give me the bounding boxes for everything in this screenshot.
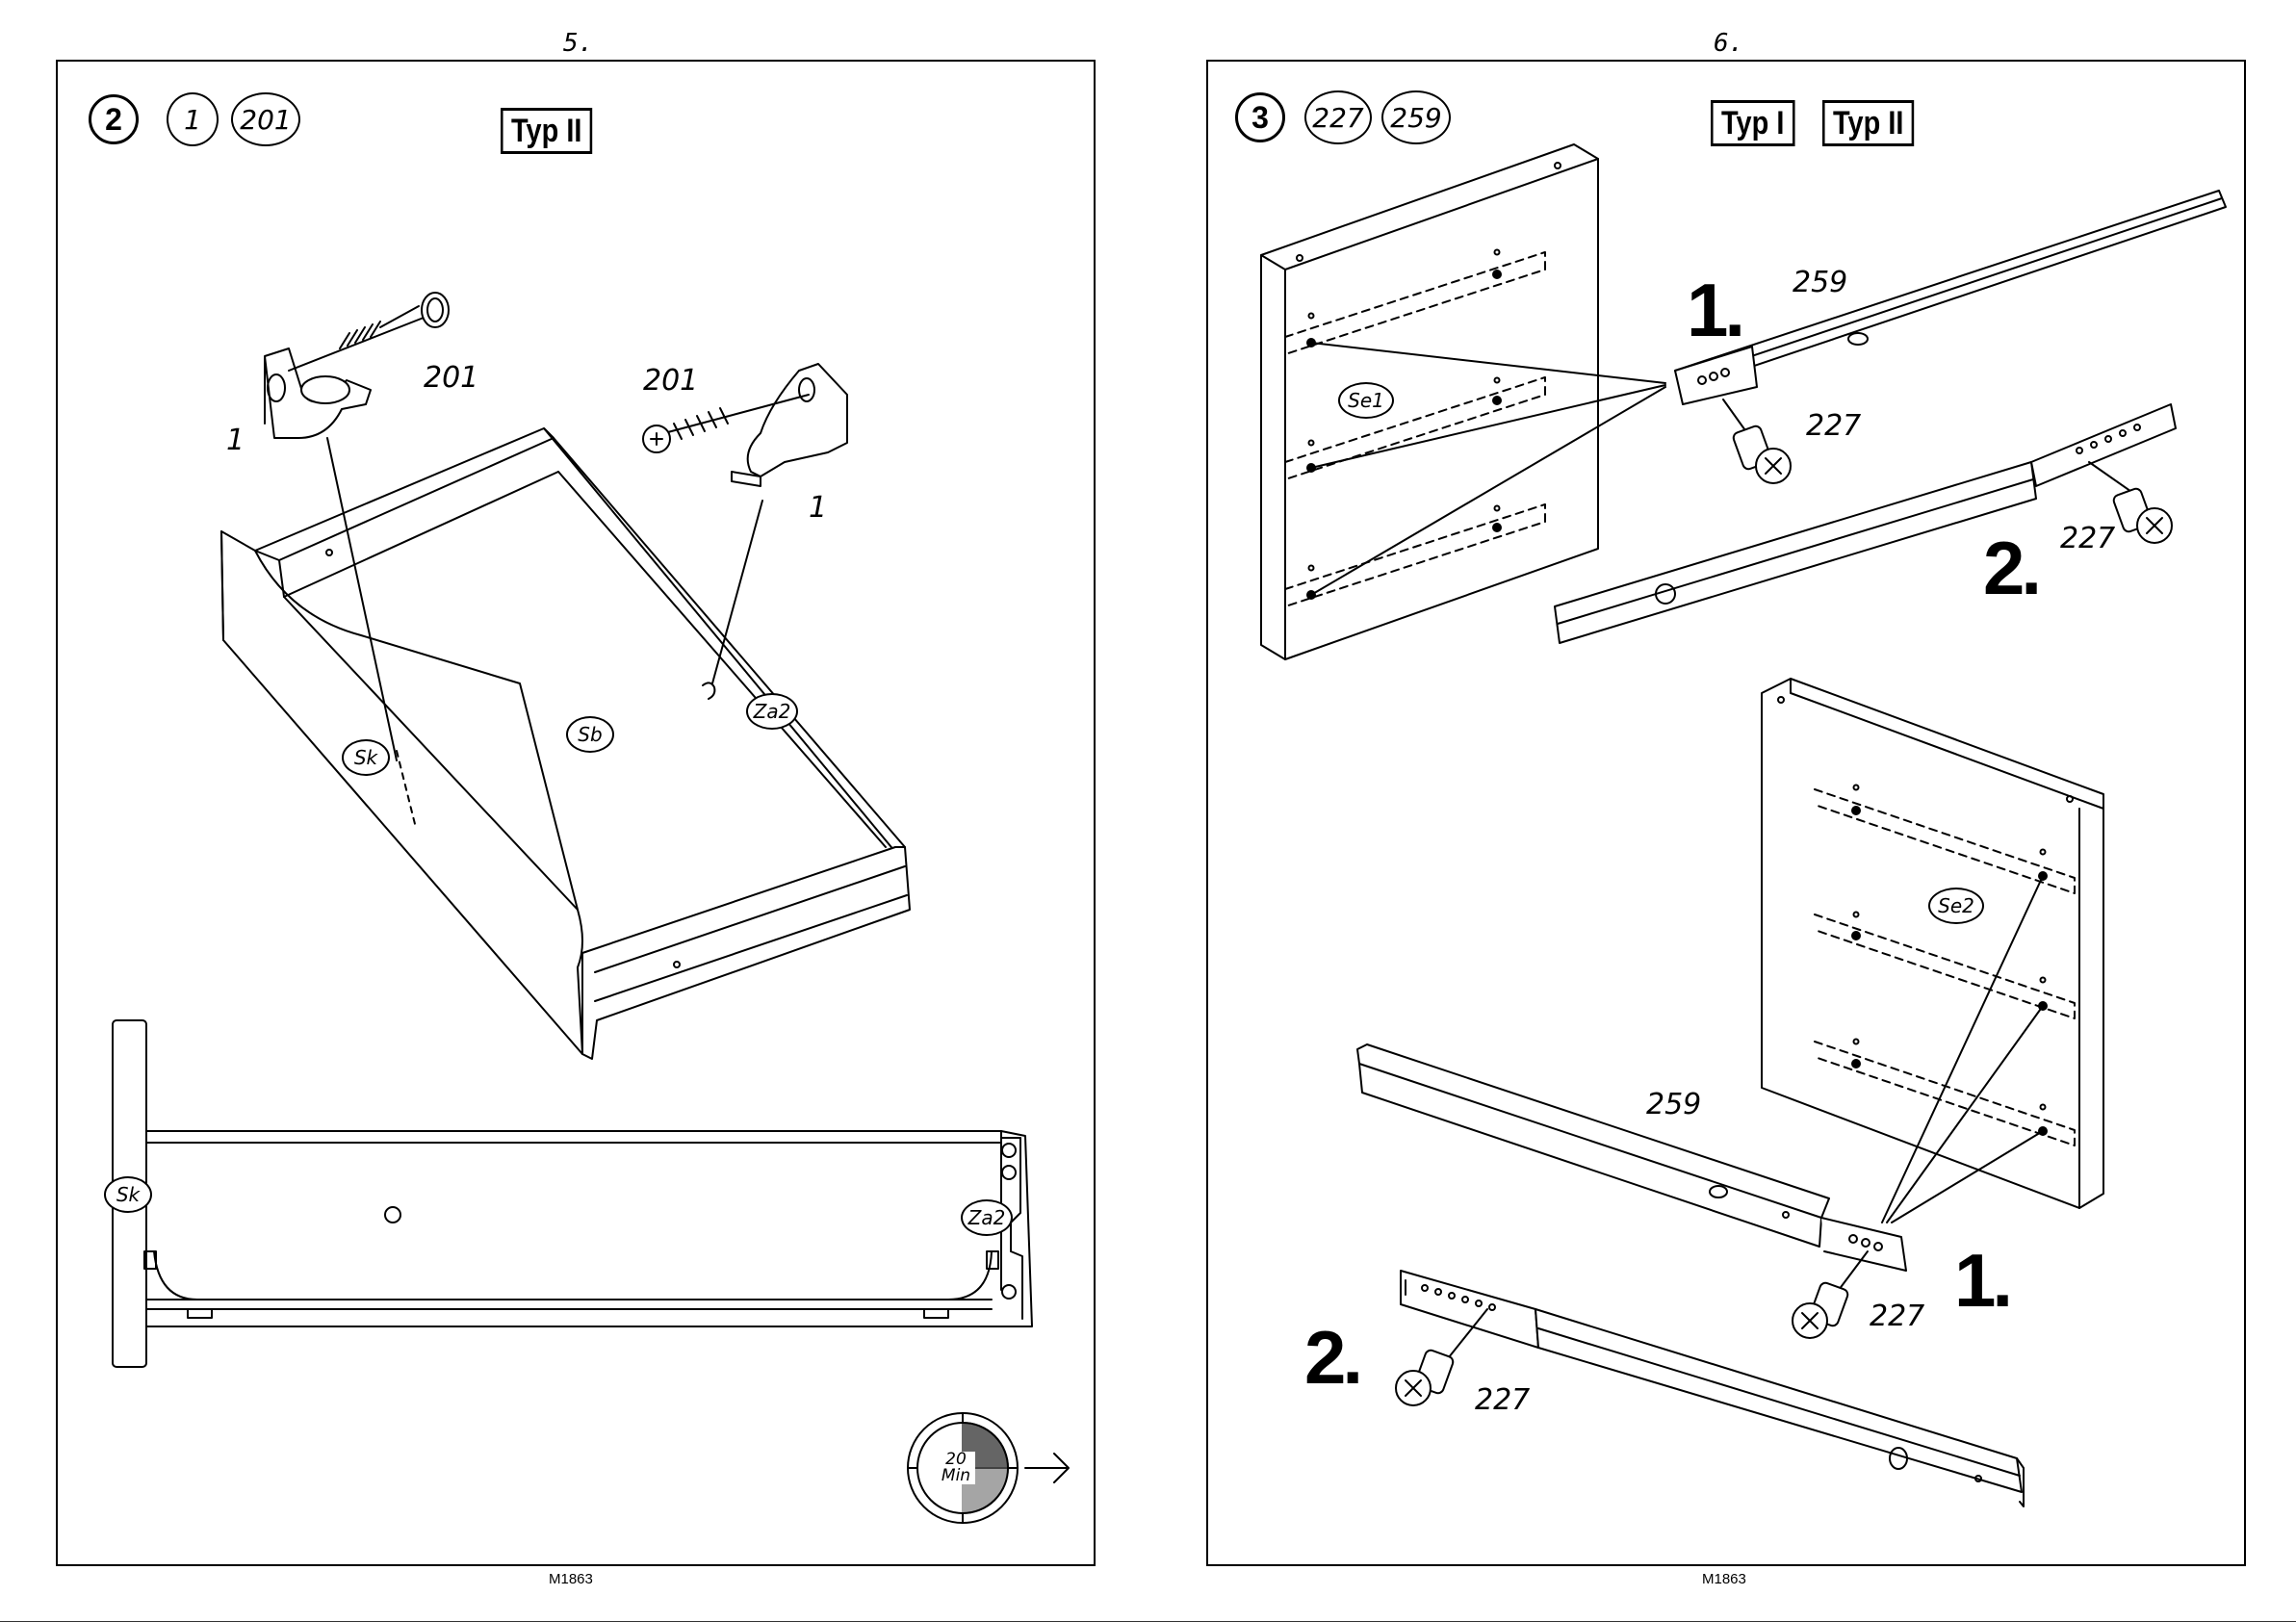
label-screw-201-left: 201 (424, 361, 478, 395)
timer-label: 20 Min (937, 1452, 975, 1484)
tag-sk-detail: Sk (104, 1176, 152, 1213)
label-screw-227-bottom-a: 227 (1870, 1300, 1924, 1333)
label-part-1-right: 1 (809, 491, 827, 525)
step-number-3: 3 (1235, 92, 1285, 142)
label-screw-227-bottom-b: 227 (1475, 1383, 1530, 1417)
label-rail-259-bottom: 259 (1646, 1088, 1701, 1121)
order-label-bottom-1: 1. (1954, 1237, 2009, 1325)
tag-se2: Se2 (1928, 888, 1984, 924)
label-screw-227-top-a: 227 (1806, 409, 1861, 443)
tag-sb: Sb (566, 716, 614, 753)
order-label-bottom-2: 2. (1304, 1314, 1359, 1402)
tag-se1: Se1 (1338, 382, 1394, 419)
type-badge-typ-i: Typ I (1711, 100, 1794, 146)
part-number-227: 227 (1304, 90, 1372, 144)
page-number-left: 5. (563, 29, 593, 58)
part-number-1: 1 (167, 92, 219, 146)
step-number-2: 2 (89, 94, 139, 144)
label-rail-259-top: 259 (1793, 266, 1847, 299)
label-screw-201-right: 201 (643, 364, 698, 398)
tag-sk: Sk (342, 739, 390, 776)
footer-model-left: M1863 (549, 1571, 593, 1587)
page-number-right: 6. (1714, 29, 1743, 58)
part-number-259: 259 (1381, 90, 1451, 144)
label-screw-227-top-b: 227 (2060, 522, 2115, 555)
label-part-1-left: 1 (226, 424, 245, 457)
type-badge-typ-ii: Typ II (501, 108, 592, 154)
order-label-top-2: 2. (1983, 525, 2038, 612)
part-number-201: 201 (231, 92, 300, 146)
page-left-frame (56, 60, 1096, 1566)
type-badge-typ-ii-right: Typ II (1822, 100, 1914, 146)
tag-za2-detail: Za2 (961, 1199, 1013, 1236)
tag-za2: Za2 (746, 693, 798, 730)
order-label-top-1: 1. (1687, 267, 1741, 354)
timer-unit: Min (937, 1468, 975, 1484)
footer-model-right: M1863 (1702, 1571, 1746, 1587)
